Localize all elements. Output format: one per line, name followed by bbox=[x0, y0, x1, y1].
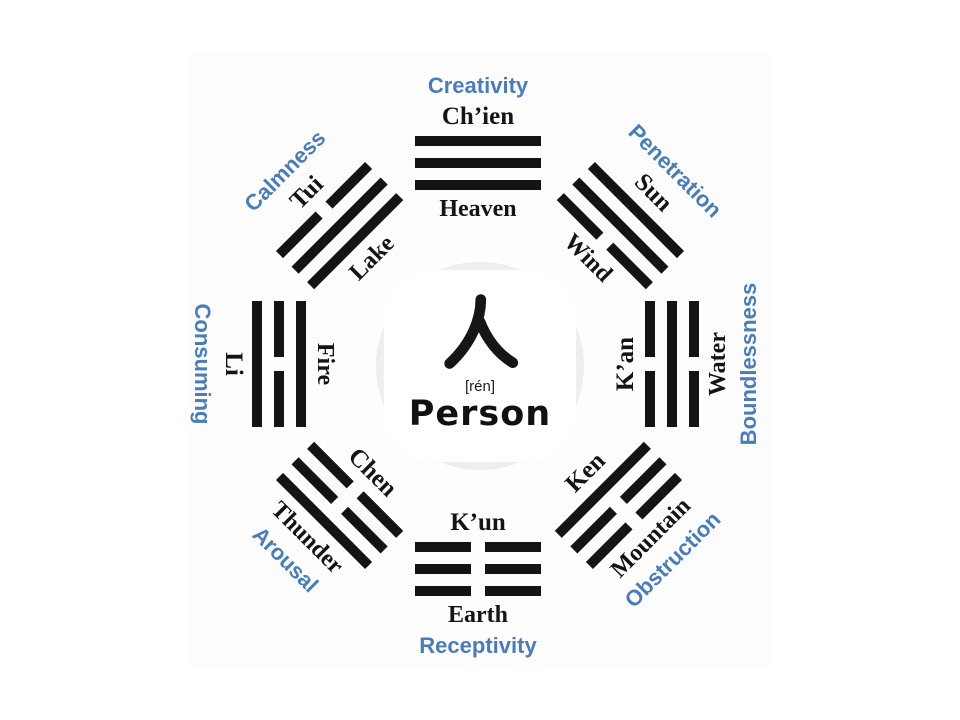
trigram-line-solid bbox=[415, 158, 541, 168]
trigram-line-broken bbox=[415, 586, 541, 596]
trigram-line-broken bbox=[415, 564, 541, 574]
trigram-line-segment bbox=[415, 586, 471, 596]
chinese-name-label: K’un bbox=[450, 509, 506, 536]
element-label: Heaven bbox=[439, 196, 517, 222]
chinese-name-label: Ch’ien bbox=[441, 103, 515, 130]
trigram-lines bbox=[415, 136, 541, 190]
attribute-label: Receptivity bbox=[419, 633, 537, 658]
attribute-label: Boundlessness bbox=[736, 282, 761, 446]
trigram-lines bbox=[275, 161, 404, 290]
chinese-name-label: Li bbox=[220, 352, 247, 376]
trigram-line-segment bbox=[415, 542, 471, 552]
trigram-line-solid bbox=[415, 136, 541, 146]
trigram-line-segment bbox=[415, 564, 471, 574]
trigram-line-segment bbox=[689, 301, 699, 357]
trigram-line-broken bbox=[415, 542, 541, 552]
element-label: Water bbox=[705, 332, 731, 396]
pinyin-label: [rén] bbox=[464, 378, 495, 395]
chinese-name-label: K’an bbox=[612, 336, 639, 392]
trigram-group-chien: Creativity Ch’ien Heaven bbox=[348, 63, 608, 233]
trigram-line-segment bbox=[485, 564, 541, 574]
attribute-label: Consuming bbox=[190, 303, 215, 425]
trigram-line-solid bbox=[415, 180, 541, 190]
person-label: Person bbox=[408, 394, 552, 434]
trigram-line-segment bbox=[645, 301, 655, 357]
ren-character-glyph bbox=[444, 294, 519, 369]
element-label: Earth bbox=[448, 602, 508, 628]
attribute-label: Creativity bbox=[427, 73, 529, 98]
trigram-line-segment bbox=[274, 371, 284, 427]
trigram-lines bbox=[415, 542, 541, 596]
center-panel: [rén] Person bbox=[384, 270, 576, 462]
trigram-line-segment bbox=[485, 542, 541, 552]
trigram-line-segment bbox=[485, 586, 541, 596]
element-label: Fire bbox=[312, 342, 338, 386]
trigram-group-kun: Receptivity K’un Earth bbox=[348, 499, 608, 669]
